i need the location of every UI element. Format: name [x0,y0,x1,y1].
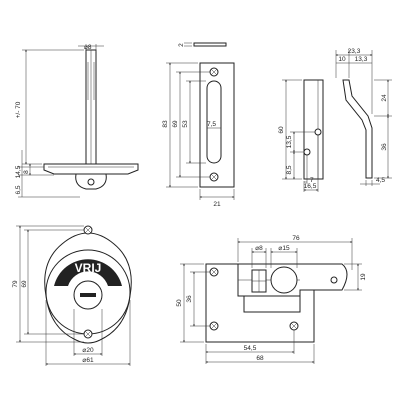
latch-dim-13-5: 13,5 [286,135,293,148]
lock-hole-spacing-dim: 36 [186,295,193,303]
latch-height-dim: 60 [278,126,285,134]
latch-dim-24: 24 [381,94,388,102]
plate-height-dim: 83 [162,120,169,128]
indicator-hole-spacing-dim: 69 [21,280,28,288]
lock-total-length-dim: 76 [292,235,300,242]
lock-top-view: 76 ⌀8 ⌀15 19 50 36 54,5 68 [176,235,367,364]
plate-thickness-dim: 2 [178,43,185,47]
latch-side-view: 23,3 10 13,3 60 24 36 13,5 8,5 7 16,5 [278,48,392,192]
latch-dim-16-5: 16,5 [304,183,317,190]
spindle-diameter-dim: ⌀8 [84,44,92,51]
latch-width-10-dim: 10 [338,56,346,63]
base-height-dim: 14,5 [15,165,22,178]
spindle-height-dim: +/- 70 [15,101,22,118]
indicator-label: VRIJ [75,261,102,275]
lock-width-dim: 68 [256,355,264,362]
latch-width-13-dim: 13,3 [355,56,368,63]
latch-total-width-dim: 23,3 [348,48,361,55]
rosette-diameter-dim: ⌀61 [82,357,94,364]
cylinder-hole-diameter-dim: ⌀15 [278,245,290,252]
lock-dim-54-5: 54,5 [244,345,257,352]
latch-dim-7: 7 [310,177,314,184]
latch-bar-width-dim: 19 [360,273,367,281]
spindle-side-view: +/- 70 ⌀8 14,5 8 6,5 [15,44,139,198]
cylinder-diameter-dim: ⌀20 [82,347,94,354]
latch-dim-8-5: 8,5 [286,165,293,174]
plate-front-view: 2 83 69 53 7,5 21 [162,42,235,208]
indicator-front-view: VRIJ 79 69 ⌀20 ⌀61 [12,225,132,366]
base-inner-dim: 8 [23,170,30,174]
latch-dim-4-5: 4,5 [376,177,385,184]
indicator-height-dim: 79 [12,280,19,288]
plate-slot-width-dim: 7,5 [207,121,216,128]
bottom-height-dim: 6,5 [15,185,22,194]
latch-dim-36: 36 [381,143,388,151]
plate-width-dim: 21 [213,201,221,208]
plate-slot-length-dim: 53 [182,120,189,128]
lock-height-dim: 50 [176,299,183,307]
plate-hole-spacing-dim: 69 [172,120,179,128]
spindle-hole-diameter-dim: ⌀8 [255,245,263,252]
